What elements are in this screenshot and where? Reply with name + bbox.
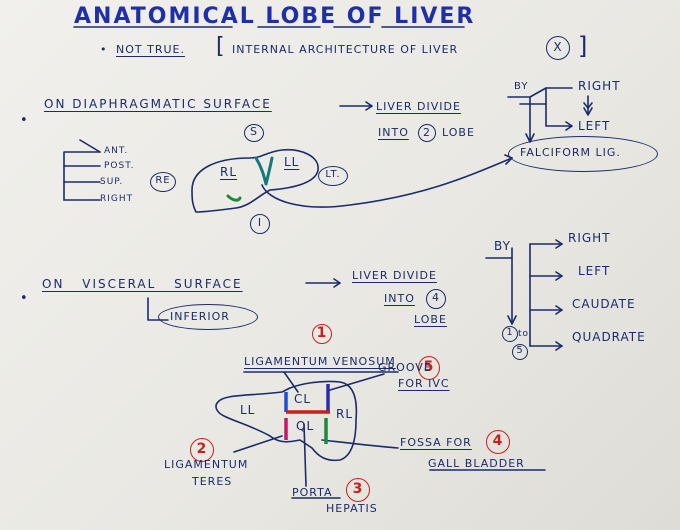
by-label: BY xyxy=(514,81,529,92)
range-end-circle xyxy=(512,344,528,360)
right-label: RIGHT xyxy=(578,79,621,93)
four-number: 4 xyxy=(432,291,440,304)
lobe-caudate: CAUDATE xyxy=(572,297,636,311)
by-label-visceral: BY xyxy=(494,239,511,253)
range-to: to xyxy=(518,329,530,339)
page-title: ANATOMICAL LOBE OF LIVER xyxy=(74,4,476,29)
hepatis-label: HEPATIS xyxy=(326,502,378,515)
marker-2-circle xyxy=(190,438,214,462)
into-text-visceral: INTO xyxy=(384,292,415,305)
ql-label: QL xyxy=(296,419,315,433)
range-end: 5 xyxy=(516,345,524,356)
marker-1-circle xyxy=(312,324,332,344)
liver-divide-text: LIVER DIVIDE xyxy=(376,100,461,113)
number-circle xyxy=(426,289,446,309)
ligamentum-teres-label-2: TERES xyxy=(192,475,233,488)
marker-4: 4 xyxy=(492,433,504,449)
surface-superior: SUP. xyxy=(100,177,124,187)
cross-mark: X xyxy=(553,40,563,54)
bullet-dot: • xyxy=(20,291,29,306)
falciform-mark xyxy=(254,156,274,186)
marker-3-circle xyxy=(346,478,370,502)
lobe-right: RIGHT xyxy=(568,231,611,245)
lobe-text-visceral: LOBE xyxy=(414,313,447,326)
gall-bladder-label: GALL BLADDER xyxy=(428,457,525,470)
surface-bracket xyxy=(63,151,101,201)
into-text: INTO xyxy=(378,126,409,139)
two-number: 2 xyxy=(423,126,431,139)
diaphragmatic-heading: ON DIAPHRAGMATIC SURFACE xyxy=(44,97,272,111)
inferior-oval xyxy=(158,304,258,330)
falciform-oval xyxy=(508,136,658,172)
marker-5-circle xyxy=(418,356,440,380)
re-circle xyxy=(150,172,176,192)
marker-2: 2 xyxy=(196,441,208,457)
rl-label-top: RL xyxy=(220,165,238,179)
by-tree-top xyxy=(507,87,573,98)
for-ivc-label: FOR IVC xyxy=(398,377,450,390)
cl-label: CL xyxy=(294,392,312,406)
lobe-quadrate: QUADRATE xyxy=(572,330,646,344)
lobe-left: LEFT xyxy=(578,264,611,278)
i-label: I xyxy=(257,216,263,229)
groove-label: GROOVE xyxy=(378,361,432,374)
falciform-connector xyxy=(261,157,513,208)
marker-3: 3 xyxy=(352,481,364,497)
marker-1: 1 xyxy=(316,325,328,341)
internal-architecture-text: INTERNAL ARCHITECTURE OF LIVER xyxy=(232,43,459,56)
ll-label-top: LL xyxy=(284,155,300,169)
number-circle xyxy=(418,124,436,142)
marker-4-circle xyxy=(486,430,510,454)
surface-right: RIGHT xyxy=(100,194,134,204)
i-circle xyxy=(250,214,270,234)
re-label: RE xyxy=(155,175,171,186)
lobe-text: LOBE xyxy=(442,126,475,139)
bullet-dot: • xyxy=(100,43,108,56)
rl-label-bottom: RL xyxy=(336,407,354,421)
ligamentum-teres-label-1: LIGAMENTUM xyxy=(164,458,249,471)
falciform-label: FALCIFORM LIG. xyxy=(520,146,621,159)
range-from: 1 xyxy=(506,327,514,338)
left-label: LEFT xyxy=(578,119,611,133)
surface-anterior: ANT. xyxy=(104,146,129,156)
s-label: S xyxy=(250,125,258,138)
inferior-label: INFERIOR xyxy=(170,310,230,323)
bracket-close: ] xyxy=(578,32,589,60)
s-circle xyxy=(244,124,264,142)
fossa-label: FOSSA FOR xyxy=(400,436,472,449)
liver-divide-text-visceral: LIVER DIVIDE xyxy=(352,269,437,282)
not-true-label: NOT TRUE. xyxy=(116,43,185,56)
liver-outline-diaphragmatic xyxy=(191,148,319,213)
porta-label: PORTA xyxy=(292,486,333,499)
lt-circle xyxy=(318,166,348,186)
bullet-dot: • xyxy=(20,113,29,128)
cross-circle xyxy=(546,36,570,60)
ll-label-bottom: LL xyxy=(240,403,256,417)
bracket-open: [ xyxy=(216,34,226,59)
lt-label: LT. xyxy=(325,169,341,180)
surface-posterior: POST. xyxy=(104,161,135,171)
ligamentum-venosum-label: LIGAMENTUM VENOSUM xyxy=(244,355,396,368)
marker-5: 5 xyxy=(423,359,435,375)
gallbladder-mark-top xyxy=(226,194,242,202)
range-from-circle xyxy=(502,326,518,342)
visceral-heading: ON VISCERAL SURFACE xyxy=(42,277,243,291)
